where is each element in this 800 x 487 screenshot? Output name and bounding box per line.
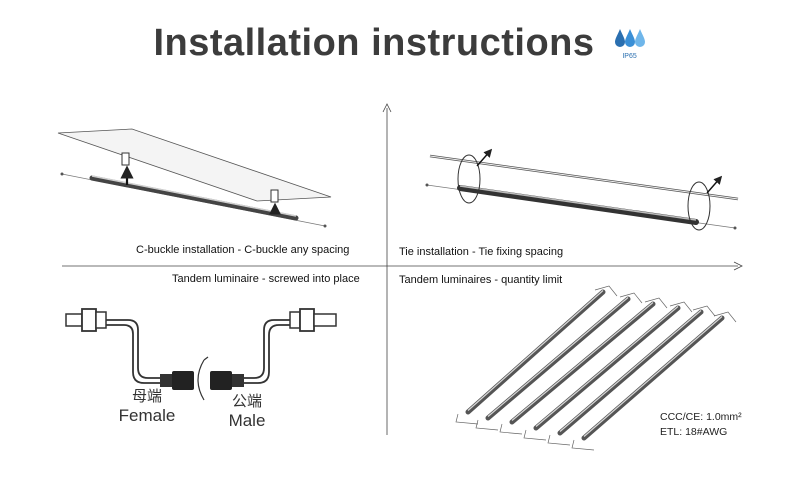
quadrant-dividers bbox=[62, 103, 743, 435]
female-connector-body bbox=[172, 371, 194, 390]
tandem-wire bbox=[455, 413, 479, 425]
male-label-cn: 公端 bbox=[231, 393, 262, 410]
female-label-cn: 母端 bbox=[131, 388, 162, 405]
tandem-luminaire-bar bbox=[509, 301, 656, 425]
tandem-wire bbox=[644, 297, 668, 309]
c-buckle-clip bbox=[270, 189, 279, 203]
tandem-wire bbox=[619, 292, 643, 304]
tandem-luminaire-bar bbox=[533, 305, 681, 431]
female-label-en: Female bbox=[118, 406, 176, 425]
tandem-luminaire-highlight bbox=[511, 302, 654, 421]
tandem-luminaire-highlight bbox=[487, 297, 629, 417]
tandem-luminaire-bar bbox=[581, 315, 725, 441]
tandem-wire bbox=[475, 419, 499, 431]
tandem-wire bbox=[669, 301, 693, 313]
female-connector-label: 母端 Female bbox=[112, 385, 182, 426]
wire-spec: CCC/CE: 1.0mm² ETL: 18#AWG bbox=[660, 410, 742, 440]
caption-tie: Tie installation - Tie fixing spacing bbox=[399, 246, 564, 258]
caption-tandem-limit: Tandem luminaires - quantity limit bbox=[399, 274, 563, 286]
tandem-luminaire-highlight bbox=[559, 310, 702, 432]
spec-ccc-ce: CCC/CE: 1.0mm² bbox=[660, 411, 742, 423]
tandem-wire bbox=[547, 434, 571, 446]
tandem-luminaires-diagram bbox=[455, 285, 737, 451]
c-buckle-diagram bbox=[57, 128, 332, 228]
male-connector-body bbox=[210, 371, 232, 390]
tie-diagram bbox=[425, 148, 739, 231]
male-connector-label: 公端 Male bbox=[212, 390, 282, 431]
cable-tie bbox=[457, 154, 481, 204]
tandem-luminaire-bar bbox=[557, 309, 704, 436]
tandem-luminaire-highlight bbox=[467, 290, 604, 411]
tandem-luminaire-highlight bbox=[583, 316, 723, 437]
tandem-wire bbox=[571, 439, 595, 451]
tandem-wire bbox=[713, 311, 737, 323]
tandem-luminaire-bar bbox=[485, 296, 631, 421]
caption-c-buckle: C-buckle installation - C-buckle any spa… bbox=[136, 244, 350, 256]
connector-diagram bbox=[65, 308, 337, 401]
ip-rating-badge: IP65 bbox=[613, 27, 647, 60]
tandem-wire bbox=[499, 423, 523, 435]
tandem-luminaire-bar bbox=[465, 289, 606, 415]
water-drops-icon bbox=[614, 29, 645, 47]
caption-tandem-screw: Tandem luminaire - screwed into place bbox=[172, 273, 360, 285]
title-text: Installation instructions bbox=[153, 22, 595, 64]
ip-rating-label: IP65 bbox=[622, 53, 637, 60]
male-label-en: Male bbox=[228, 411, 266, 430]
page-title: Installation instructions IP65 bbox=[0, 22, 800, 65]
c-buckle-clip bbox=[121, 152, 130, 166]
cable-tie bbox=[687, 181, 711, 231]
tandem-wire bbox=[594, 285, 618, 297]
tandem-luminaire-highlight bbox=[535, 306, 679, 427]
tandem-wire bbox=[692, 305, 716, 317]
tandem-wire bbox=[523, 429, 547, 441]
spec-etl: ETL: 18#AWG bbox=[660, 426, 728, 438]
